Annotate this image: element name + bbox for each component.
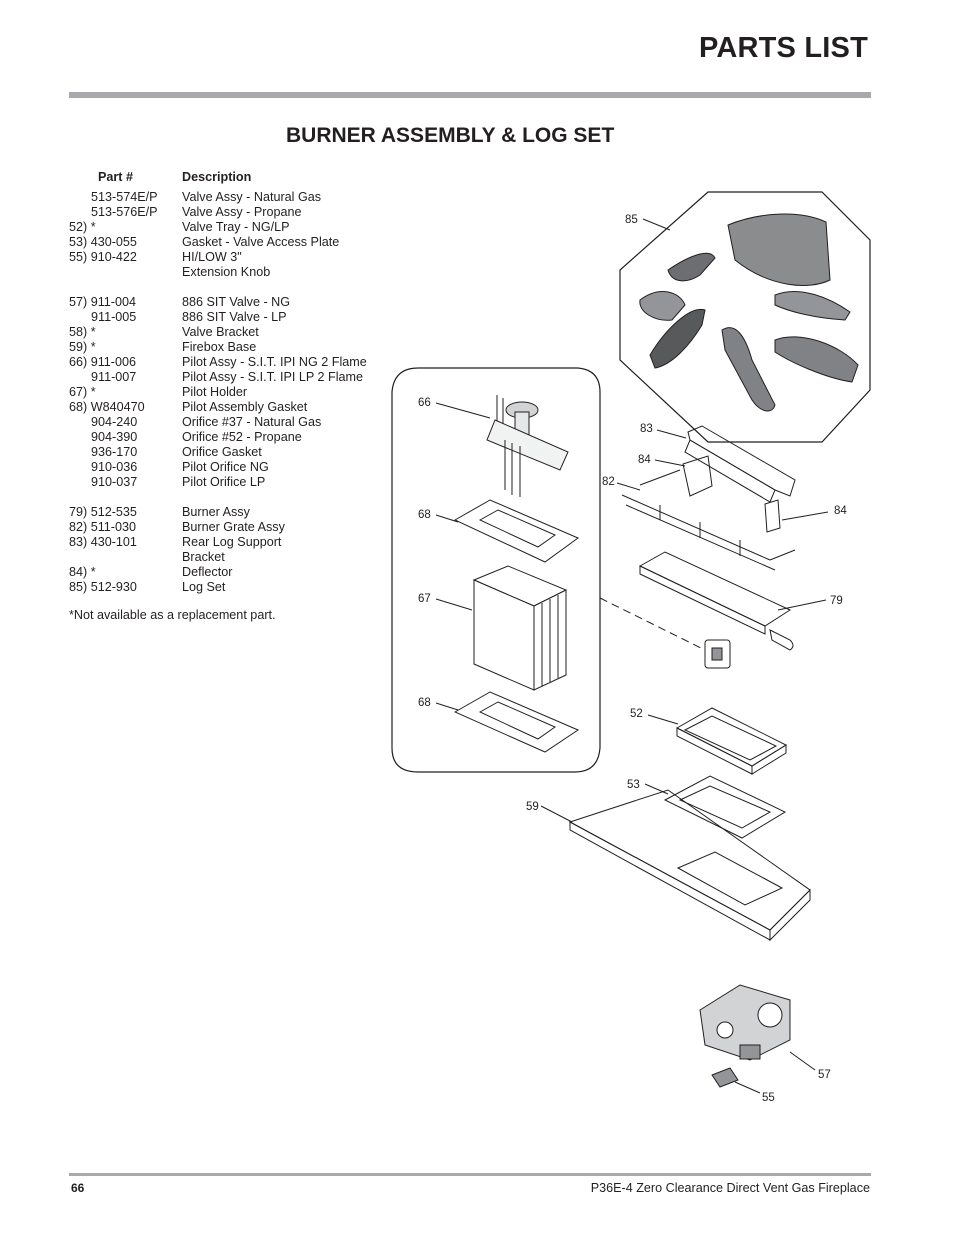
bottom-rule [69,1173,871,1176]
part-description: Firebox Base [182,340,257,354]
part-number: 55) 910-422 [69,250,137,264]
part-number: 59) * [69,340,96,354]
callout-84: 84 [638,454,651,466]
callout-57: 57 [818,1069,831,1081]
part-description: Valve Bracket [182,325,259,339]
part-number: 84) * [69,565,96,579]
part-description: Bracket [182,550,225,564]
part-number: 85) 512-930 [69,580,137,594]
footer-text: P36E-4 Zero Clearance Direct Vent Gas Fi… [590,1181,870,1195]
top-rule [69,92,871,98]
part-description: Pilot Assy - S.I.T. IPI LP 2 Flame [182,370,364,384]
section-title: BURNER ASSEMBLY & LOG SET [286,124,615,147]
part-description: 886 SIT Valve - LP [182,310,287,324]
dashed-leader [599,597,706,651]
part-description: Orifice Gasket [182,445,262,459]
part-description: Valve Assy - Natural Gas [182,190,322,204]
part-number: 904-240 [91,415,138,429]
part-description: Valve Tray - NG/LP [182,220,290,234]
part-number: 79) 512-535 [69,505,137,519]
callout-79: 79 [830,595,843,607]
gas-valve-illustration [699,984,791,1061]
part-number: 936-170 [91,445,138,459]
part-number: 68) W840470 [69,400,145,414]
part-number: 83) 430-101 [69,535,137,549]
part-number: 513-574E/P [91,190,158,204]
part-number: 910-036 [91,460,138,474]
footnote: *Not available as a replacement part. [69,608,276,622]
parts-diagram: 85 66 83 84 82 84 68 79 67 68 52 53 59 5… [391,191,871,1104]
callout-84: 84 [834,505,847,517]
part-number: 58) * [69,325,96,339]
callout-68: 68 [418,697,431,709]
log-set-boundary [619,191,871,443]
part-description: Rear Log Support [182,535,282,549]
page-number: 66 [71,1181,85,1195]
part-description: Deflector [182,565,233,579]
callout-85: 85 [625,214,638,226]
burner-illustration [638,551,794,651]
part-description: Valve Assy - Propane [182,205,302,219]
part-description: Pilot Orifice LP [182,475,266,489]
callout-82: 82 [602,476,615,488]
part-description: Pilot Holder [182,385,248,399]
callout-68: 68 [418,509,431,521]
callout-55: 55 [762,1092,775,1104]
pilot-box-outline [391,367,601,773]
firebox-base-illustration [568,789,811,942]
part-description: Extension Knob [182,265,271,279]
part-number: 67) * [69,385,96,399]
orifice-detail-box [704,639,731,669]
callout-53: 53 [627,779,640,791]
callout-66: 66 [418,397,431,409]
pilot-gasket-bottom [453,691,580,753]
callout-67: 67 [418,593,431,605]
part-number: 911-007 [91,370,137,384]
header-part: Part # [98,170,134,184]
part-number: 911-005 [91,310,137,324]
valve-tray-illustration [675,707,788,775]
callout-59: 59 [526,801,539,813]
pilot-gasket-top [453,499,580,563]
part-number: 66) 911-006 [69,355,136,369]
callout-labels: 85 66 83 84 82 84 68 79 67 68 52 53 59 5… [418,214,847,1104]
header-description: Description [182,170,252,184]
part-number: 910-037 [91,475,138,489]
pilot-assembly-illustration [486,395,569,497]
callout-leaders [435,218,829,1094]
deflector-illustration-a [682,455,713,497]
log-set-illustration [639,213,859,412]
burner-grate-illustration [621,469,796,571]
part-description: Burner Assy [182,505,250,519]
part-number: 904-390 [91,430,138,444]
page-title: PARTS LIST [698,32,868,64]
part-description: HI/LOW 3" [182,250,242,264]
part-description: Burner Grate Assy [182,520,285,534]
part-number: 513-576E/P [91,205,158,219]
deflector-illustration-b [764,499,781,533]
extension-knob-illustration [711,1067,739,1088]
part-description: Orifice #37 - Natural Gas [182,415,322,429]
callout-83: 83 [640,423,653,435]
part-description: Pilot Assy - S.I.T. IPI NG 2 Flame [182,355,367,369]
part-description: Gasket - Valve Access Plate [182,235,340,249]
part-description: Orifice #52 - Propane [182,430,302,444]
callout-52: 52 [630,708,643,720]
part-description: Log Set [182,580,226,594]
part-description: Pilot Assembly Gasket [182,400,308,414]
part-number: 57) 911-004 [69,295,136,309]
part-number: 53) 430-055 [69,235,137,249]
part-description: Pilot Orifice NG [182,460,269,474]
gasket-illustration [663,775,787,839]
part-number: 52) * [69,220,96,234]
part-description: 886 SIT Valve - NG [182,295,291,309]
pilot-holder-illustration [472,565,568,691]
part-number: 82) 511-030 [69,520,136,534]
